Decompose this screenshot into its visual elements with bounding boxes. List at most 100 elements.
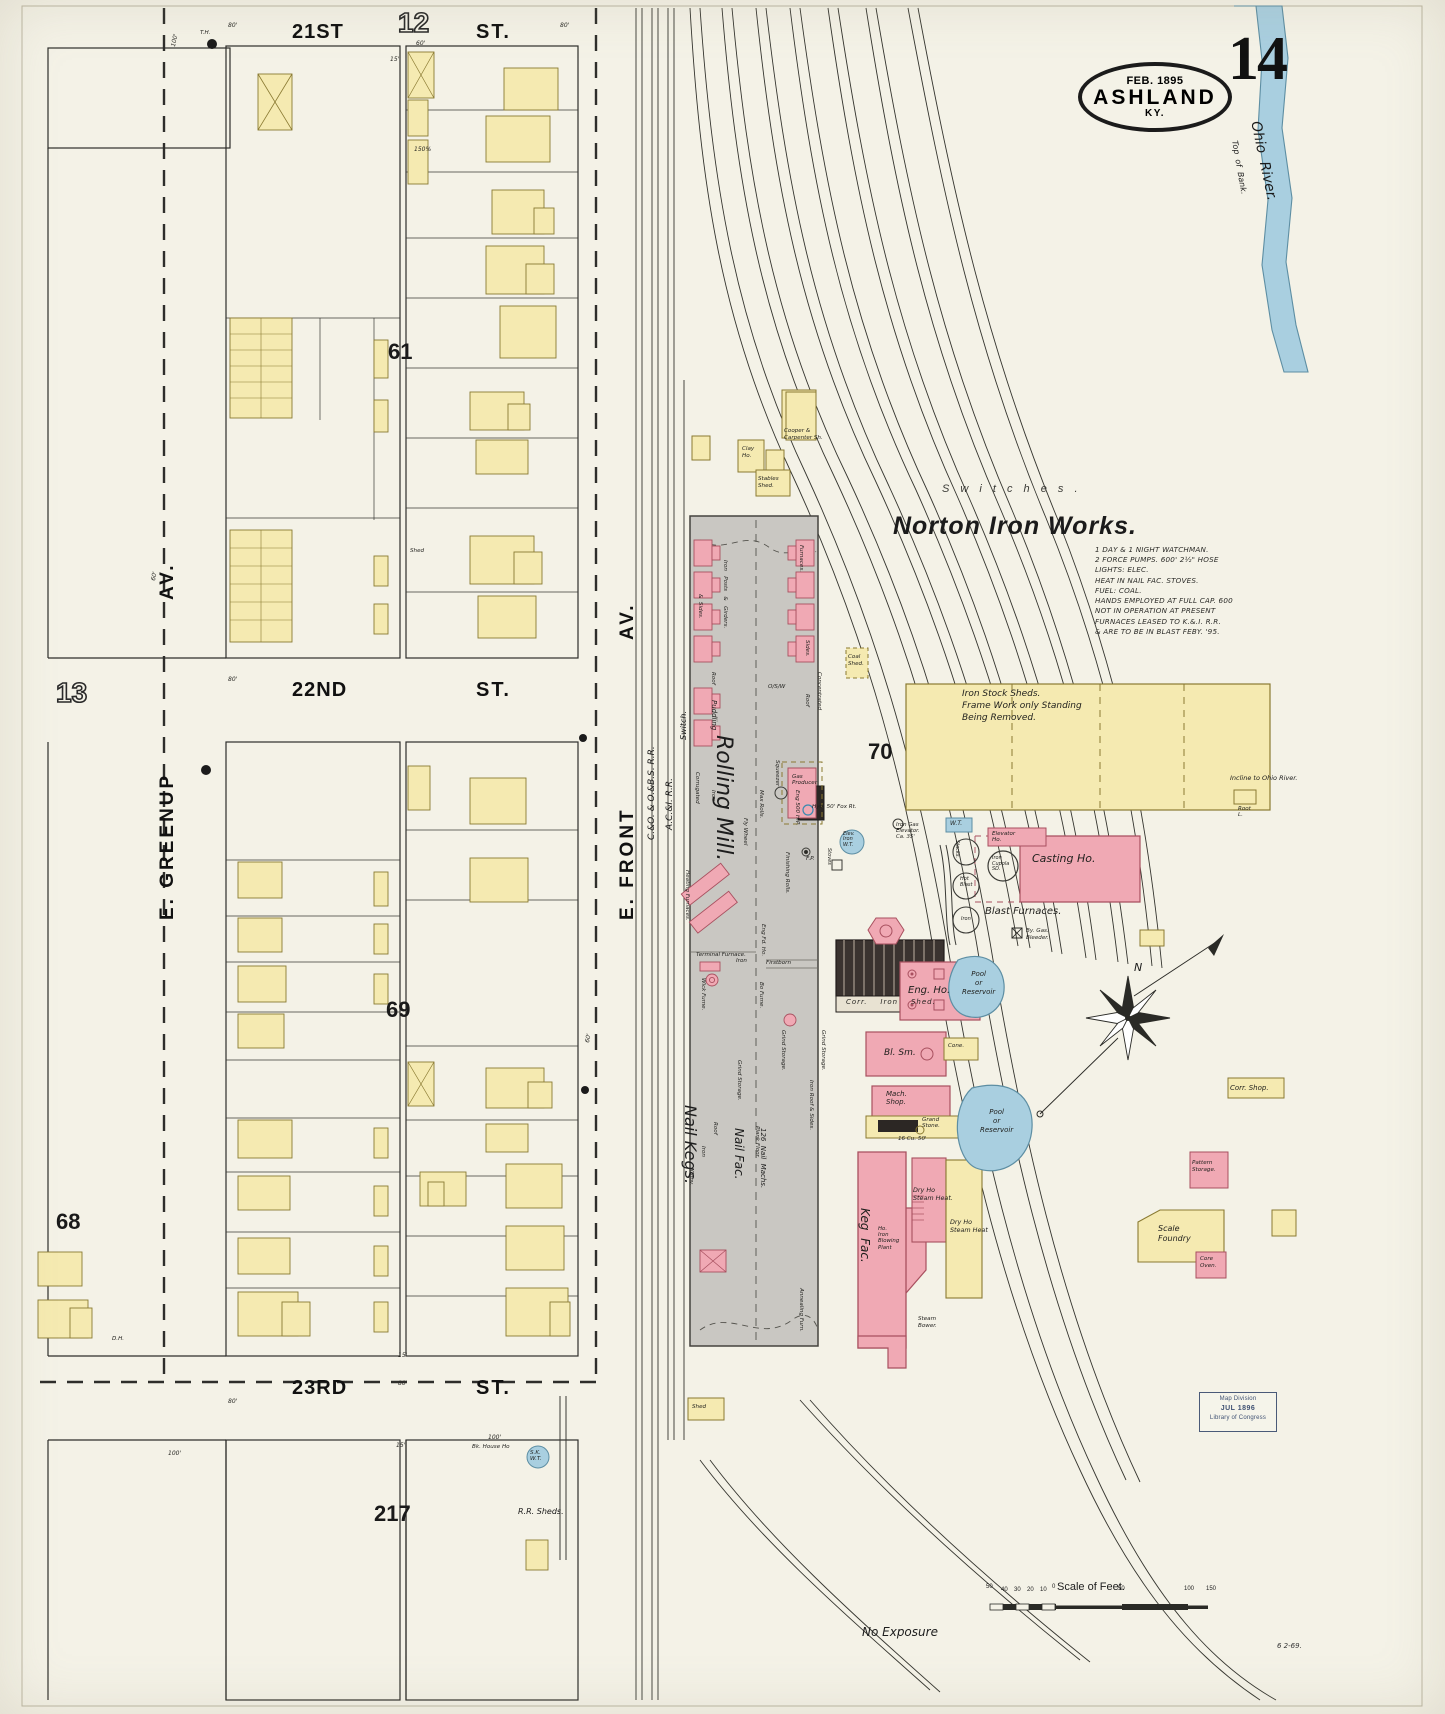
library-of-congress-stamp: Map Division JUL 1896 Library of Congres… bbox=[1199, 1392, 1277, 1432]
note-line: HEAT IN NAIL FAC. STOVES. bbox=[1095, 575, 1199, 585]
block-number-13: 13 bbox=[55, 677, 88, 708]
label-shed-2: Shed bbox=[410, 548, 425, 554]
dim-note: 80' bbox=[228, 676, 238, 683]
building-label-dry-house-1: Dry Ho Steam Heat. bbox=[913, 1186, 953, 1203]
dim-note: 15' bbox=[398, 1352, 408, 1359]
symbol-label-root: Root L. bbox=[1238, 806, 1251, 819]
iron-stock-sheds bbox=[905, 683, 1271, 811]
label-bypass-gas-bleeder: By. Gas. Bleeder. bbox=[1026, 928, 1049, 941]
scale-tick: 40 bbox=[1001, 1587, 1008, 1593]
symbol-label-th: T.H. bbox=[200, 30, 211, 36]
mill-label: Heating Furnaces. bbox=[684, 870, 690, 921]
label-blowing-plant: Ho. Iron Blowing Plant bbox=[878, 1226, 900, 1251]
label-stacks: Stacks. bbox=[954, 840, 960, 859]
map-state: KY. bbox=[1144, 108, 1166, 119]
scale-tick: 30 bbox=[1014, 1587, 1021, 1593]
label-iron-cupola: Iron Cupola SD. bbox=[992, 855, 1010, 872]
loc-line-3: Library of Congress bbox=[1209, 1414, 1267, 1421]
mill-label: Bo Fume. bbox=[758, 982, 764, 1009]
note-line: & ARE TO BE IN BLAST FEBY. '95. bbox=[1095, 626, 1220, 636]
label-iron-stove: Iron bbox=[961, 916, 971, 922]
loc-line-1: Map Division bbox=[1219, 1396, 1257, 1402]
mill-label: Grind Storage. bbox=[736, 1060, 742, 1101]
mill-label: Fly Wheel bbox=[742, 818, 748, 846]
note-line: HANDS EMPLOYED AT FULL CAP. 600 bbox=[1095, 596, 1233, 606]
building-label-casting-house: Casting Ho. bbox=[1032, 852, 1096, 865]
building-label-dry-house-2: Dry Ho Steam Heat bbox=[950, 1218, 988, 1235]
street-suffix-21st: ST. bbox=[476, 21, 511, 43]
mill-label: Wick Fume. bbox=[700, 978, 706, 1011]
mill-label: Finishing Rolls. bbox=[784, 852, 790, 894]
building-label-gas-producer: Gas Producer bbox=[792, 774, 818, 786]
dim-note: 100' bbox=[488, 1434, 502, 1441]
compass-north-label: N bbox=[1134, 961, 1143, 974]
label-sk-water-tank: S.K. W.T. bbox=[530, 1450, 542, 1463]
mill-label: Roof bbox=[710, 672, 716, 685]
avenue-label-greenup: E. GREENUP bbox=[157, 772, 178, 920]
outlying-buildings bbox=[1137, 789, 1297, 1279]
publisher-credit: 6 2-69. bbox=[1277, 1642, 1302, 1650]
block-number-217: 217 bbox=[374, 1501, 411, 1526]
street-suffix-22nd: ST. bbox=[476, 679, 511, 701]
label-steam-bower: Steam Bower. bbox=[918, 1316, 937, 1329]
block-number-61: 61 bbox=[388, 339, 413, 364]
scale-tick: 100 bbox=[1184, 1586, 1195, 1592]
scale-tick: 50 bbox=[986, 1584, 993, 1590]
building-label-corr-iron-shed: Corr. Iron Shed. bbox=[846, 998, 936, 1006]
building-label-pattern-storage: Pattern Storage. bbox=[1192, 1160, 1216, 1173]
mill-label: Sides. bbox=[804, 640, 810, 657]
building-label-elevator-house: Elevator Ho. bbox=[992, 831, 1016, 844]
loc-line-2: JUL 1896 bbox=[1220, 1404, 1256, 1412]
street-label-21st: 21ST bbox=[292, 21, 344, 43]
label-iron-gas-elevator: Iron Gas Elevator. Ca. 35' bbox=[896, 822, 920, 841]
note-line: 2 FORCE PUMPS. 600' 2½" HOSE bbox=[1095, 555, 1219, 565]
mill-label: Plank Floor. bbox=[754, 1126, 760, 1159]
dim-note: 150% bbox=[414, 146, 432, 153]
title-cartouche: FEB. 1895 ASHLAND KY. bbox=[1078, 62, 1232, 132]
building-label-shed-1: Shed bbox=[692, 1404, 707, 1410]
mill-label: Annealing Furn. bbox=[798, 1288, 804, 1332]
note-line: LIGHTS: ELEC. bbox=[1095, 565, 1149, 575]
label-water-tank: W.T. bbox=[950, 820, 963, 827]
avenue-suffix-greenup: AV. bbox=[157, 562, 178, 600]
symbol-label-fp-mill: F.P. bbox=[806, 856, 815, 862]
pools bbox=[526, 817, 1033, 1469]
railroad-label-aci: A.C.&I. R.R. bbox=[665, 778, 675, 830]
railroad-label-co: C.&O. & O.&B.S. R.R. bbox=[647, 746, 657, 840]
symbol-label-16cu: 16 Cu. 50' bbox=[898, 1136, 927, 1142]
railroad-label-switch: Switch. bbox=[679, 711, 688, 740]
mill-label: Furnaces. bbox=[798, 545, 804, 573]
dim-note: 15' bbox=[396, 1442, 406, 1449]
label-hot-blast: Hot Blast bbox=[960, 876, 973, 888]
pool-label-1: Pool or Reservoir bbox=[962, 970, 996, 996]
street-suffix-23rd: ST. bbox=[476, 1377, 511, 1399]
ohio-river bbox=[1234, 5, 1309, 373]
mill-label: Roof bbox=[804, 694, 810, 707]
mill-label: Grind Storage. bbox=[780, 1030, 786, 1071]
symbol-label-hydrant: Hyd. 50' Fox Rt. bbox=[812, 804, 857, 810]
note-line: 1 DAY & 1 NIGHT WATCHMAN. bbox=[1095, 545, 1209, 554]
mill-label: Iron Posts & Girders. bbox=[722, 560, 728, 629]
dim-note: 80' bbox=[228, 1398, 238, 1405]
mill-label: Terminal Furnace. bbox=[696, 952, 746, 958]
street-label-23rd: 23RD bbox=[292, 1377, 348, 1399]
building-label-clay-house: Clay Ho. bbox=[742, 446, 755, 459]
switches-label: S w i t c h e s . bbox=[942, 483, 1082, 495]
casting-house bbox=[939, 827, 1141, 946]
mill-label: O/S/W bbox=[768, 684, 786, 690]
map-symbols bbox=[201, 39, 814, 1560]
mill-label: Eng Fd. Ho. bbox=[760, 924, 766, 957]
works-shop-buildings bbox=[0, 0, 983, 1369]
railroad-label-sheds: R.R. Sheds. bbox=[518, 1507, 564, 1516]
mill-label: Roof bbox=[712, 1122, 718, 1135]
nail-fac-label: Nail Fac. bbox=[732, 1128, 746, 1179]
block-number-69: 69 bbox=[386, 997, 411, 1022]
mill-label: Grind Storage. bbox=[820, 1030, 826, 1071]
building-label-stables-shed: Stables Shed. bbox=[758, 476, 779, 489]
mill-label: Conv. bbox=[688, 1170, 694, 1186]
avenue-label-front: E. FRONT bbox=[617, 807, 638, 920]
building-label-machine-shop: Mach. Shop. bbox=[886, 1090, 907, 1107]
nail-fac-text: Nail Fac. bbox=[732, 1128, 746, 1180]
works-notes-block: 1 DAY & 1 NIGHT WATCHMAN. 2 FORCE PUMPS.… bbox=[1095, 545, 1265, 637]
